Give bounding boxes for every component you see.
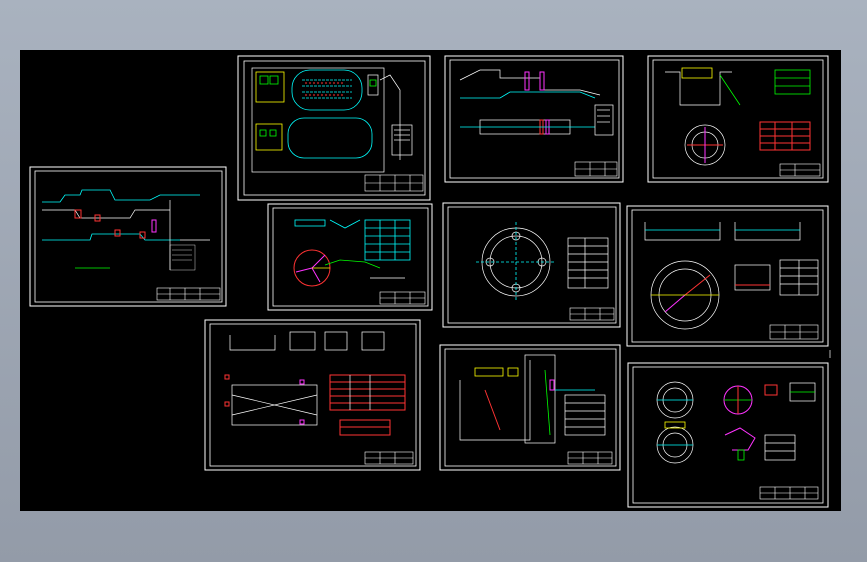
drawing-sheet-double-circle[interactable]	[627, 362, 829, 508]
title-block	[569, 307, 615, 321]
title-block	[759, 486, 819, 500]
title-block	[567, 451, 613, 465]
title-block	[156, 287, 221, 301]
drawing-sheet-tank-detail[interactable]	[647, 55, 829, 183]
drawing-sheet-channel-section[interactable]	[444, 55, 624, 183]
title-block	[379, 291, 426, 305]
drawing-sheet-pie-detail[interactable]	[267, 203, 433, 311]
drawing-sheet-section-elevation[interactable]	[439, 344, 621, 471]
drawing-sheet-clarifier[interactable]	[626, 205, 829, 347]
annotation-block	[169, 244, 196, 271]
drawing-sheet-site-plan[interactable]	[237, 55, 431, 201]
title-block	[779, 163, 821, 177]
title-block	[769, 324, 819, 340]
drawing-sheet-flow-profile[interactable]	[29, 166, 227, 307]
title-block	[364, 451, 414, 465]
drawing-sheet-rect-tank[interactable]	[204, 319, 421, 471]
drawing-canvas[interactable]	[20, 50, 841, 511]
title-block	[364, 174, 424, 192]
drawing-sheet-circular-tank[interactable]	[442, 202, 621, 328]
title-block	[574, 161, 618, 177]
